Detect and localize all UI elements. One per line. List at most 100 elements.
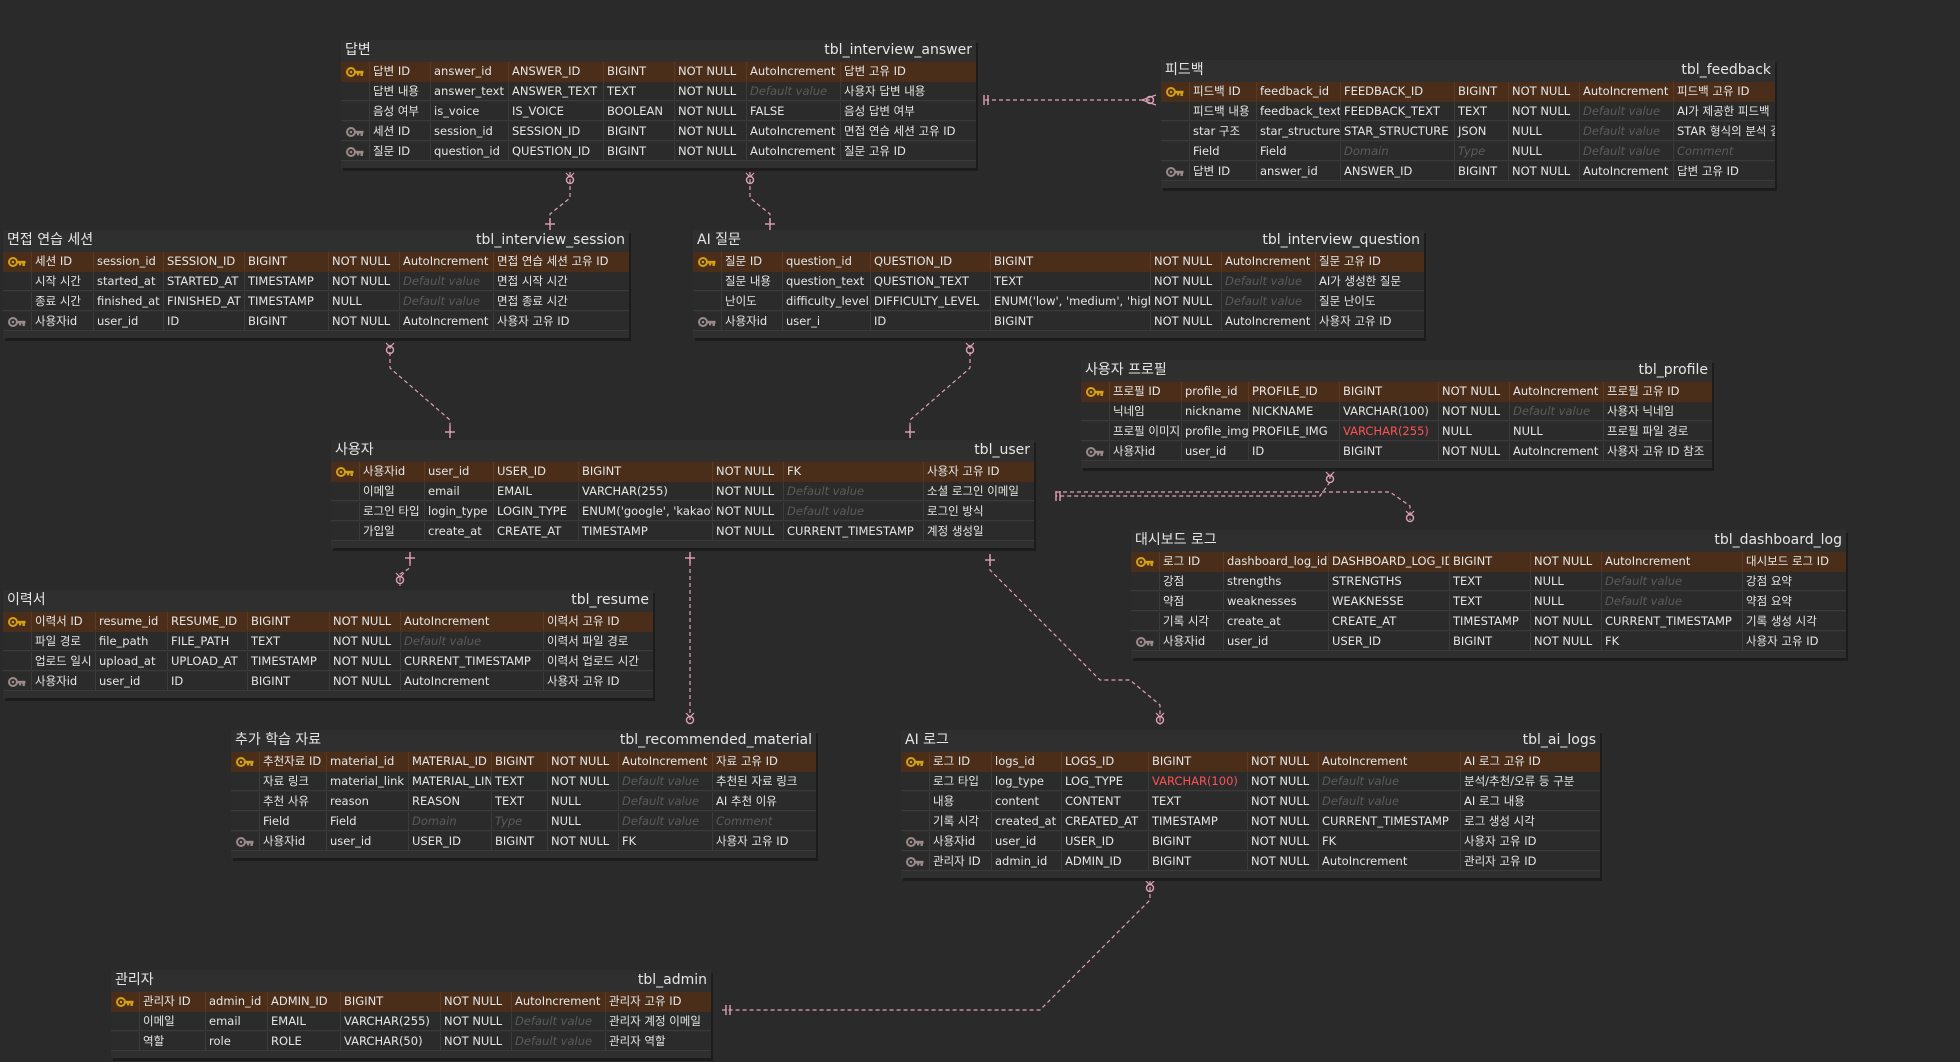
user-dashboard-link xyxy=(1056,491,1415,523)
cell-nullability: NOT NULL xyxy=(329,632,400,651)
cell-data-type: BIGINT xyxy=(1148,852,1247,871)
cell-nullability: NOT NULL xyxy=(440,1012,511,1031)
table-physical-name: tbl_interview_session xyxy=(476,232,625,248)
cell-default-value: Default value xyxy=(1509,402,1603,421)
cell-domain: MATERIAL_ID xyxy=(408,752,491,771)
cell-nullability: NOT NULL xyxy=(547,832,618,851)
cell-logical-name: 사용자id xyxy=(1109,442,1181,461)
primary-key-icon xyxy=(1161,82,1189,101)
cell-domain: STRENGTHS xyxy=(1328,572,1449,591)
cell-domain: REASON xyxy=(408,792,491,811)
cell-nullability: NOT NULL xyxy=(1247,792,1318,811)
cell-default-value: CURRENT_TIMESTAMP xyxy=(783,522,923,541)
cell-data-type: Type xyxy=(1454,142,1508,161)
key-slot xyxy=(231,772,259,791)
primary-key-icon xyxy=(693,252,721,271)
cell-logical-name: 사용자id xyxy=(31,312,93,331)
cell-physical-name: answer_text xyxy=(430,82,508,101)
cell-logical-name: 사용자id xyxy=(359,462,424,481)
cell-comment: 면접 시작 시간 xyxy=(493,272,629,291)
cell-default-value: Default value xyxy=(1579,102,1673,121)
key-slot xyxy=(3,272,31,291)
cell-logical-name: 이메일 xyxy=(139,1012,205,1031)
cell-comment: 사용자 닉네임 xyxy=(1603,402,1712,421)
cell-default-value: FK xyxy=(783,462,923,481)
cell-comment: AI 로그 고유 ID xyxy=(1460,752,1600,771)
cell-data-type: BIGINT xyxy=(603,62,674,81)
cell-physical-name: created_at xyxy=(991,812,1061,831)
